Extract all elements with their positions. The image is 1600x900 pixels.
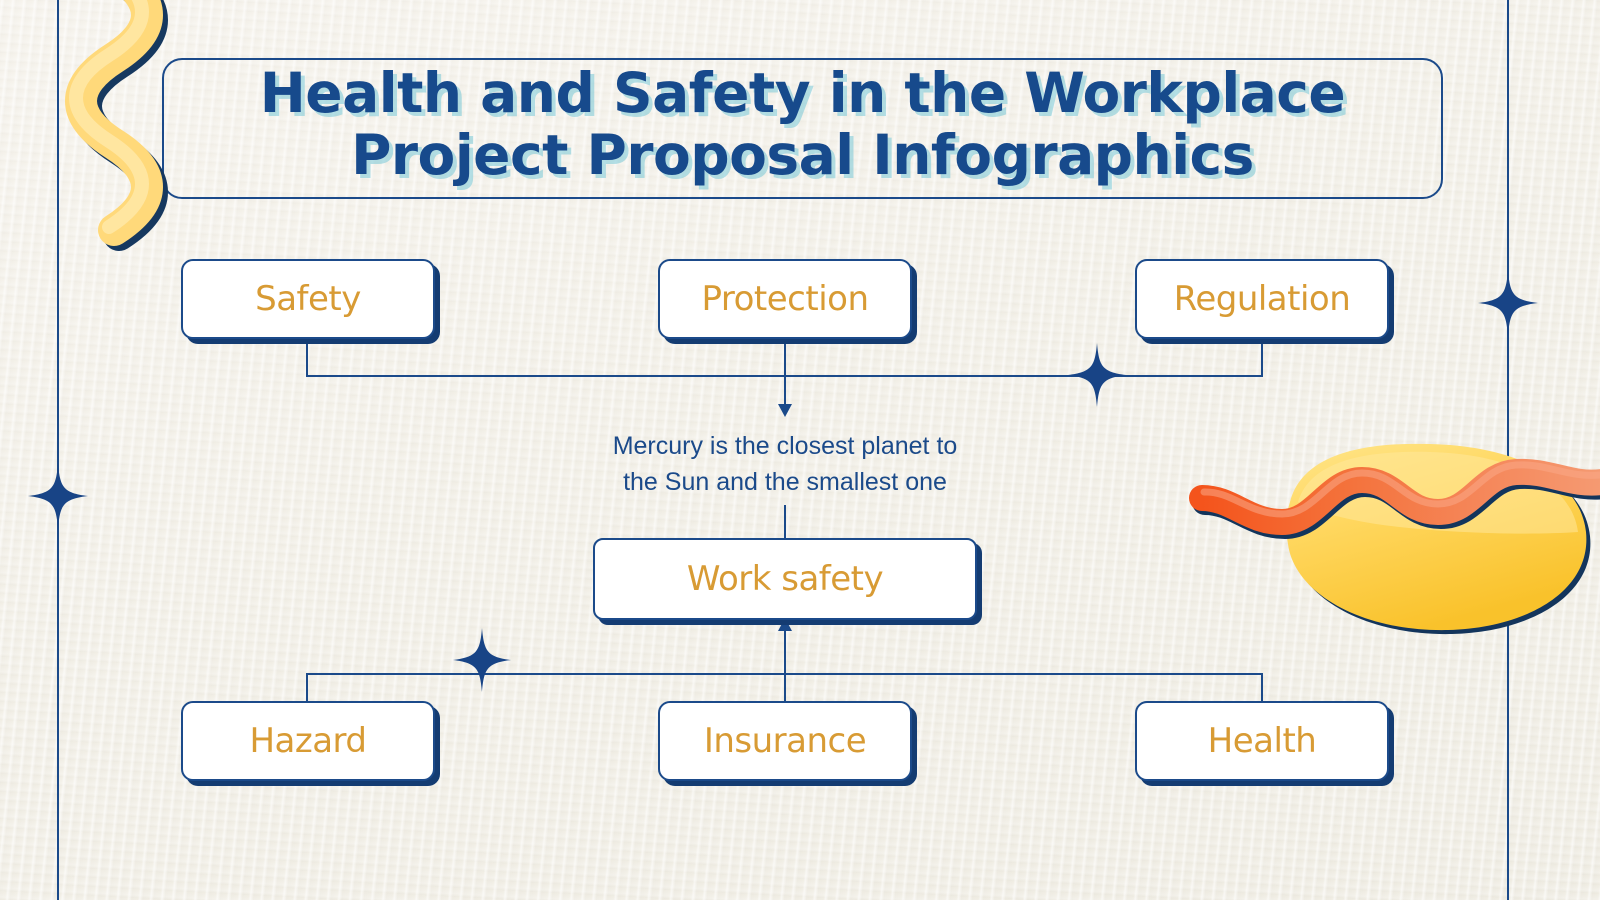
node-hazard[interactable]: Hazard xyxy=(181,701,435,781)
center-paragraph: Mercury is the closest planet to the Sun… xyxy=(612,432,958,496)
connector-bottom-to-center xyxy=(784,630,786,675)
node-insurance[interactable]: Insurance xyxy=(658,701,912,781)
node-health-label: Health xyxy=(1207,721,1317,761)
node-work-safety-label: Work safety xyxy=(686,559,884,599)
node-regulation-label: Regulation xyxy=(1173,279,1351,319)
sparkle-bottom-connector-icon xyxy=(453,628,511,692)
sparkle-top-connector-icon xyxy=(1068,343,1126,407)
connector-safety-drop xyxy=(306,340,308,377)
frame-line-left xyxy=(57,0,59,900)
node-protection[interactable]: Protection xyxy=(658,259,912,339)
page-title: Health and Safety in the Workplace Proje… xyxy=(259,61,1346,187)
connector-paragraph-to-center xyxy=(784,505,786,538)
connector-regulation-drop xyxy=(1261,340,1263,377)
orange-wave-decoration xyxy=(1189,440,1600,560)
node-safety-label: Safety xyxy=(255,279,361,319)
node-regulation[interactable]: Regulation xyxy=(1135,259,1389,339)
arrow-down-to-paragraph xyxy=(778,404,792,417)
node-protection-label: Protection xyxy=(701,279,869,319)
node-insurance-label: Insurance xyxy=(703,721,867,761)
yellow-squiggle-decoration xyxy=(62,0,192,251)
node-health[interactable]: Health xyxy=(1135,701,1389,781)
sparkle-right-frame-icon xyxy=(1478,270,1538,336)
node-work-safety[interactable]: Work safety xyxy=(593,538,977,620)
node-hazard-label: Hazard xyxy=(249,721,367,761)
connector-protection-drop xyxy=(784,340,786,410)
sparkle-left-frame-icon xyxy=(28,463,88,529)
node-safety[interactable]: Safety xyxy=(181,259,435,339)
